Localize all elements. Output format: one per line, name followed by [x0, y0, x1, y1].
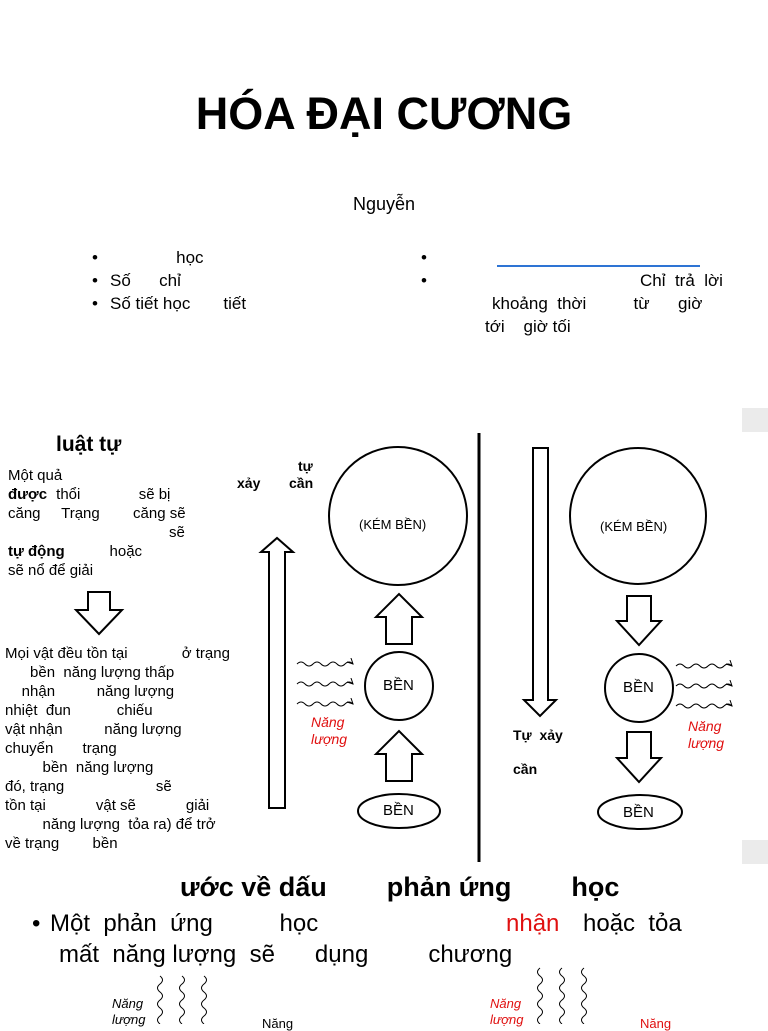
text-line: hoặc [72, 543, 143, 560]
energy-wave-icon [296, 662, 353, 707]
energy-label: lượng [490, 1012, 524, 1027]
bullet-marker: • [32, 910, 41, 937]
text-line: thổi sẽ bị [52, 486, 171, 503]
label-tu: tự [298, 458, 313, 474]
energy-wave-icon [675, 664, 732, 709]
text-line: tồn tại vật sẽ giải [5, 797, 210, 814]
bullet-marker: • [92, 248, 98, 267]
underline-link [497, 265, 700, 267]
stable-ellipse [357, 793, 441, 829]
stable-circle [364, 651, 434, 721]
text-line: đó, trạng sẽ [5, 778, 172, 795]
page-title: HÓA ĐẠI CƯƠNG [195, 88, 573, 139]
stable-circle [604, 653, 674, 723]
energy-wave-icon [157, 967, 587, 1024]
text-line: về trạng bền [5, 835, 118, 852]
bullet-marker: • [92, 294, 98, 313]
down-arrow-icon [614, 595, 664, 647]
circle-label: BỀN [623, 679, 654, 696]
text-line: căng Trạng căng sẽ [8, 505, 186, 522]
energy-label: Năng [490, 996, 522, 1011]
slide-separator [742, 840, 768, 864]
bullet-marker: • [92, 271, 98, 290]
slide-heading: luật tự [56, 433, 122, 456]
unstable-circle [328, 446, 468, 586]
text-line: hoặc tỏa [583, 910, 682, 937]
ellipse-label: BỀN [623, 804, 654, 821]
bullet-text: Số chỉ [110, 271, 181, 290]
energy-label: lượng [688, 735, 725, 751]
text-line: sẽ nổ để giải [8, 562, 94, 579]
text-line: vật nhận năng lượng [5, 721, 182, 738]
bullet-continuation: khoảng thời từ giờ [492, 294, 703, 313]
text-line: Một phản ứng học [50, 910, 319, 937]
unstable-circle [569, 447, 707, 585]
text-line: bền năng lượng [5, 759, 154, 776]
circle-label: BỀN [383, 677, 414, 694]
text-line: nhận năng lượng [5, 683, 175, 700]
text-line: sẽ [169, 524, 185, 541]
down-arrow-icon [73, 591, 125, 636]
energy-label: lượng [112, 1012, 146, 1027]
energy-label: Năng [311, 714, 345, 730]
bullet-marker: • [421, 248, 427, 267]
up-arrow-icon [373, 592, 425, 645]
bullet-marker: • [421, 271, 427, 290]
text-line-bold: tự động [8, 543, 65, 560]
slide-separator [742, 408, 768, 432]
author-name: Nguyễn [352, 194, 416, 214]
label-xay: xảy [237, 475, 261, 491]
circle-label: (KÉM BỀN) [600, 519, 668, 534]
bullet-text: Chỉ trả lời [640, 271, 723, 290]
text-line: Một quả [8, 467, 63, 484]
text-line: năng lượng tỏa ra) để trở [5, 816, 216, 833]
text-line: mất năng lượng sẽ dụng chương [59, 941, 513, 968]
energy-label: Năng [688, 718, 722, 734]
circle-label: (KÉM BỀN) [359, 517, 427, 532]
up-arrow-icon [373, 729, 425, 782]
text-line: chuyển trạng [5, 740, 117, 757]
bullet-text: Số tiết học tiết [110, 294, 247, 313]
energy-label: Năng [112, 996, 144, 1011]
bullet-text: học [110, 248, 204, 267]
tall-up-arrow-icon [258, 536, 296, 809]
ellipse-label: BỀN [383, 802, 414, 819]
tall-down-arrow-icon [521, 447, 559, 718]
text-line: nhiệt đun chiếu [5, 702, 153, 719]
label-can: cần [513, 761, 538, 777]
text-highlight: nhận [506, 910, 560, 937]
slide-heading: ước về dấu phản ứng học [180, 872, 620, 902]
text-line: bền năng lượng thấp [5, 664, 175, 681]
text-line: Mọi vật đều tồn tại ở trạng [5, 645, 230, 662]
text-line-bold: được [8, 486, 48, 503]
bullet-continuation: tới giờ tối [485, 317, 571, 336]
stable-ellipse [597, 794, 683, 830]
label-tu-xay: Tự xảy [513, 727, 563, 743]
energy-label: lượng [311, 731, 348, 747]
down-arrow-icon [614, 731, 664, 784]
label-can: cần [289, 475, 314, 491]
